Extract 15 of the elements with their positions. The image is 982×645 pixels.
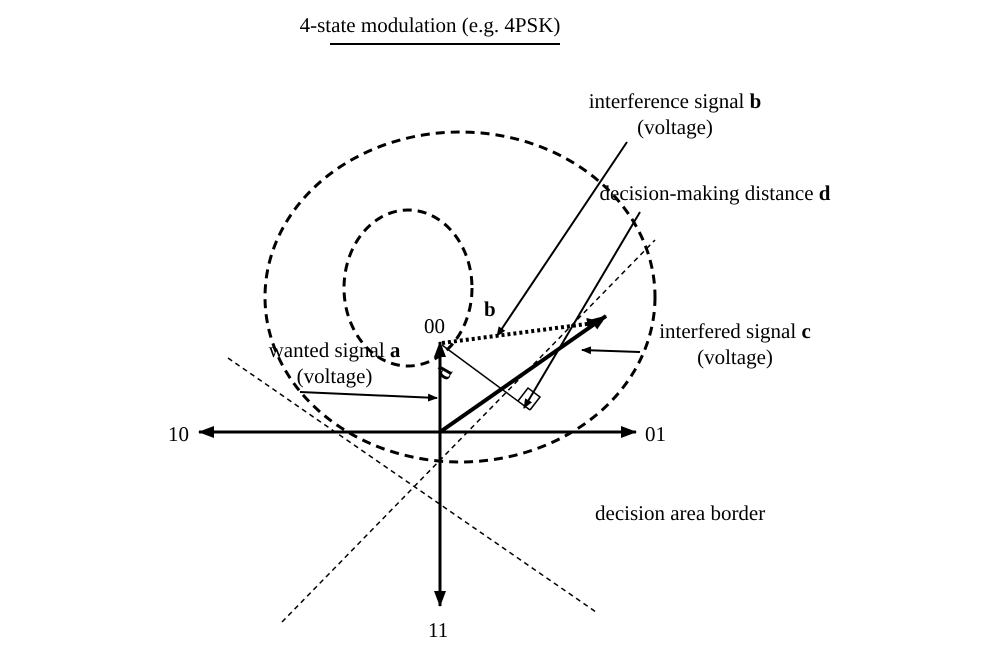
state-label: 10 [168, 421, 189, 447]
leader-arrow [300, 391, 438, 402]
leader-arrow [581, 346, 640, 354]
state-label: 11 [428, 617, 448, 643]
leader-arrow [496, 141, 628, 337]
state-label: 00 [424, 313, 445, 339]
callout-text: interference signal b (voltage) [575, 88, 775, 140]
leader-arrow [523, 212, 641, 409]
border-label: decision area border [595, 500, 766, 526]
callout-text: wanted signal a (voltage) [262, 337, 407, 389]
vector-label: b [484, 296, 496, 322]
diagram-title: 4-state modulation (e.g. 4PSK) [298, 12, 562, 38]
state-label: 01 [645, 421, 666, 447]
callout-text: decision-making distance d [570, 180, 860, 206]
callout-text: interfered signal c (voltage) [640, 318, 830, 370]
